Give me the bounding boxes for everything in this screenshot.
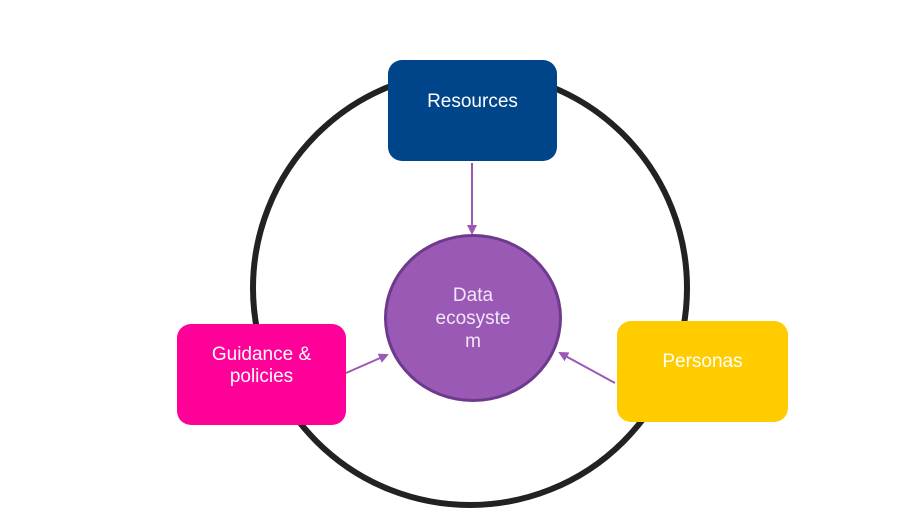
- guidance-policies-label: Guidance & policies: [211, 344, 312, 387]
- resources-label: Resources: [427, 91, 518, 112]
- arrow-guidance-to-center: [345, 353, 389, 374]
- personas-label: Personas: [662, 351, 743, 372]
- data-ecosystem-label-line-2: ecosyste: [435, 307, 511, 329]
- arrow-personas-to-center: [558, 352, 616, 384]
- guidance-policies-node: Guidance & policies: [177, 324, 346, 425]
- data-ecosystem-label-line-1: Data: [452, 284, 494, 306]
- data-ecosystem-node: Data ecosyste m: [384, 234, 562, 402]
- personas-node: Personas: [617, 321, 788, 422]
- resources-node: Resources: [388, 60, 557, 161]
- data-ecosystem-label-line-3: m: [465, 330, 481, 352]
